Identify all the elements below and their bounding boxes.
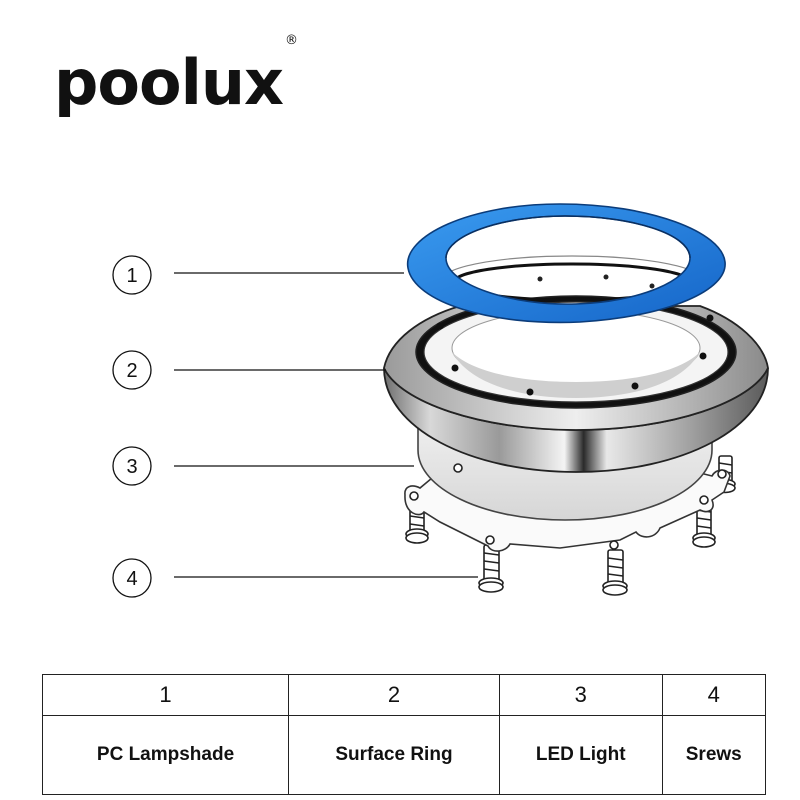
part-name-cell: PC Lampshade bbox=[41, 715, 290, 795]
callout-3: 3 bbox=[112, 446, 414, 486]
part-number-cell: 4 bbox=[661, 674, 766, 716]
callout-1: 1 bbox=[112, 255, 404, 295]
brand-name: poolux bbox=[54, 46, 284, 119]
brand-logo: poolux® bbox=[54, 34, 298, 114]
callout-4: 4 bbox=[112, 558, 478, 598]
part-name-cell: LED Light bbox=[498, 715, 663, 795]
part-name-cell: Surface Ring bbox=[288, 715, 500, 795]
screw bbox=[478, 544, 504, 593]
parts-table: 1 2 3 4 PC Lampshade Surface Ring LED Li… bbox=[41, 674, 766, 795]
ring-screw-holes bbox=[436, 314, 714, 396]
callout-1-number: 1 bbox=[126, 265, 137, 287]
part-number-cell: 1 bbox=[41, 674, 290, 716]
part-number-cell: 2 bbox=[288, 674, 500, 716]
lampshade-inner-edge bbox=[445, 215, 691, 259]
parts-name-row: PC Lampshade Surface Ring LED Light Srew… bbox=[41, 715, 766, 795]
callout-3-number: 3 bbox=[126, 456, 137, 478]
callout-2-number: 2 bbox=[126, 360, 137, 382]
screw bbox=[602, 549, 628, 596]
parts-number-row: 1 2 3 4 bbox=[41, 674, 766, 716]
exploded-diagram: 1 2 3 4 bbox=[112, 203, 769, 598]
callout-2: 2 bbox=[112, 350, 386, 390]
callout-4-number: 4 bbox=[126, 568, 137, 590]
pc-lampshade bbox=[406, 203, 726, 324]
surface-ring bbox=[383, 295, 769, 473]
part-name-cell: Srews bbox=[661, 715, 766, 795]
registered-mark: ® bbox=[284, 33, 298, 49]
part-number-cell: 3 bbox=[498, 674, 663, 716]
